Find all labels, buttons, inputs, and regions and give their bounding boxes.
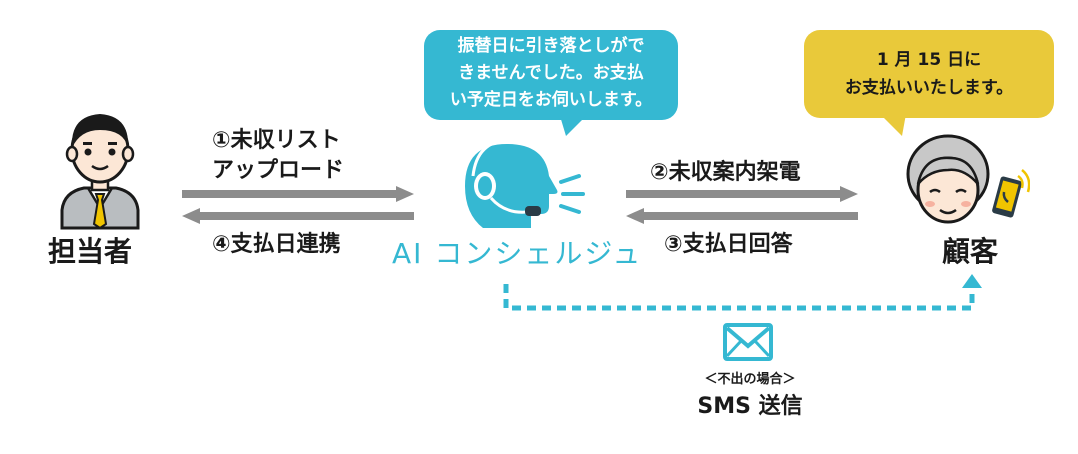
staff-person-icon	[60, 114, 140, 230]
customer-bubble-tail	[880, 114, 906, 136]
customer-label: 顧客	[942, 235, 999, 268]
sms-condition-label: ＜不出の場合＞	[704, 372, 796, 387]
arrow-to-staff	[182, 208, 414, 224]
ai-concierge-label: AI コンシェルジュ	[392, 237, 643, 270]
arrow-to-customer	[626, 186, 858, 202]
arrow-to-ai	[182, 186, 414, 202]
sms-label: SMS 送信	[697, 394, 803, 419]
step1-label: ①未収リスト アップロード	[212, 128, 345, 183]
sms-dotted-route	[503, 274, 982, 311]
mail-icon	[723, 323, 773, 361]
step3-label: ③支払日回答	[664, 232, 793, 257]
customer-speech-bubble: 1 月 15 日に お支払いいたします。	[804, 30, 1054, 118]
arrow-to-ai-from-customer	[626, 208, 858, 224]
customer-person-icon	[906, 134, 1030, 224]
step4-label: ④支払日連携	[212, 232, 341, 257]
ai-bubble-tail	[560, 116, 586, 136]
staff-label: 担当者	[48, 235, 133, 268]
ai-headset-icon	[465, 138, 585, 228]
step2-label: ②未収案内架電	[650, 160, 801, 185]
ai-speech-bubble: 振替日に引き落としがで きませんでした。お支払 い予定日をお伺いします。	[424, 30, 678, 120]
